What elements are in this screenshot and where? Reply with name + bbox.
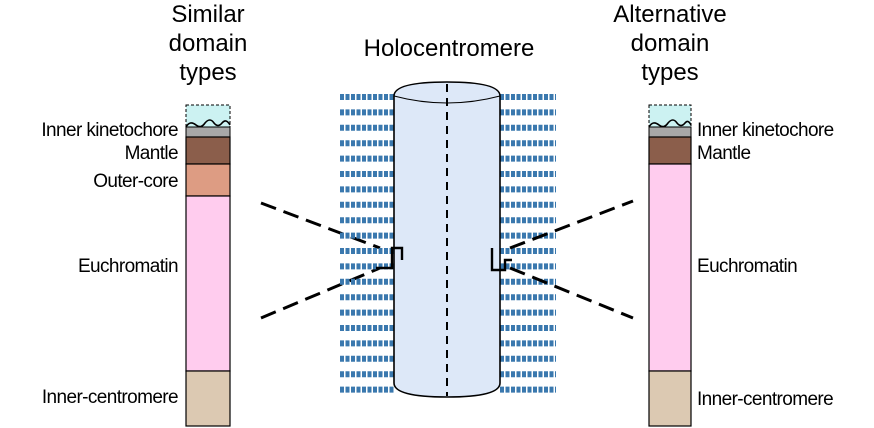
right-label-inner-centromere: Inner-centromere bbox=[697, 389, 833, 410]
left-fiber-array bbox=[340, 94, 394, 393]
left-inner-kinetochore-segment bbox=[185, 126, 231, 138]
right-label-euchromatin: Euchromatin bbox=[697, 256, 797, 277]
left-inner-centromere-segment bbox=[185, 370, 231, 427]
right-label-mantle: Mantle bbox=[697, 143, 750, 164]
left-heading-line-1: Similar bbox=[171, 1, 244, 28]
left-euchromatin-segment bbox=[185, 195, 231, 372]
right-panel: Alternative domain types Inner kinetocho… bbox=[509, 1, 834, 427]
right-heading-line-1: Alternative bbox=[613, 1, 726, 28]
right-inner-kinetochore-segment bbox=[648, 126, 692, 138]
left-zoom-line-bottom bbox=[260, 266, 381, 320]
left-heading-line-2: domain bbox=[169, 30, 248, 57]
right-fiber-array bbox=[500, 94, 556, 393]
left-mantle-segment bbox=[185, 136, 231, 165]
holocentromere: Holocentromere bbox=[340, 35, 556, 398]
left-label-euchromatin: Euchromatin bbox=[78, 256, 178, 277]
right-euchromatin-segment bbox=[648, 163, 692, 372]
right-kinetochore-bumps bbox=[648, 119, 692, 128]
left-domain-column bbox=[185, 104, 231, 427]
left-kinetochore-bumps bbox=[185, 119, 231, 128]
left-label-mantle: Mantle bbox=[125, 143, 178, 164]
left-zoom-bracket bbox=[376, 246, 404, 270]
right-label-inner-kinetochore: Inner kinetochore bbox=[697, 120, 834, 141]
left-heading-line-3: types bbox=[179, 59, 236, 86]
right-zoom-line-top bbox=[509, 199, 634, 250]
left-outer-core-segment bbox=[185, 163, 231, 197]
right-heading-line-3: types bbox=[641, 59, 698, 86]
right-zoom-bracket bbox=[490, 248, 512, 272]
right-zoom-line-bottom bbox=[509, 266, 634, 320]
right-domain-column bbox=[648, 104, 692, 427]
right-mantle-segment bbox=[648, 136, 692, 165]
left-label-outer-core: Outer-core bbox=[93, 171, 178, 192]
left-panel: Similar domain types Inner kinetochore M… bbox=[41, 1, 381, 427]
right-heading-line-2: domain bbox=[631, 30, 710, 57]
right-inner-centromere-segment bbox=[648, 370, 692, 427]
left-label-inner-kinetochore: Inner kinetochore bbox=[41, 120, 178, 141]
left-label-inner-centromere: Inner-centromere bbox=[42, 387, 178, 408]
holocentromere-title: Holocentromere bbox=[364, 35, 535, 62]
left-zoom-line-top bbox=[260, 201, 381, 250]
